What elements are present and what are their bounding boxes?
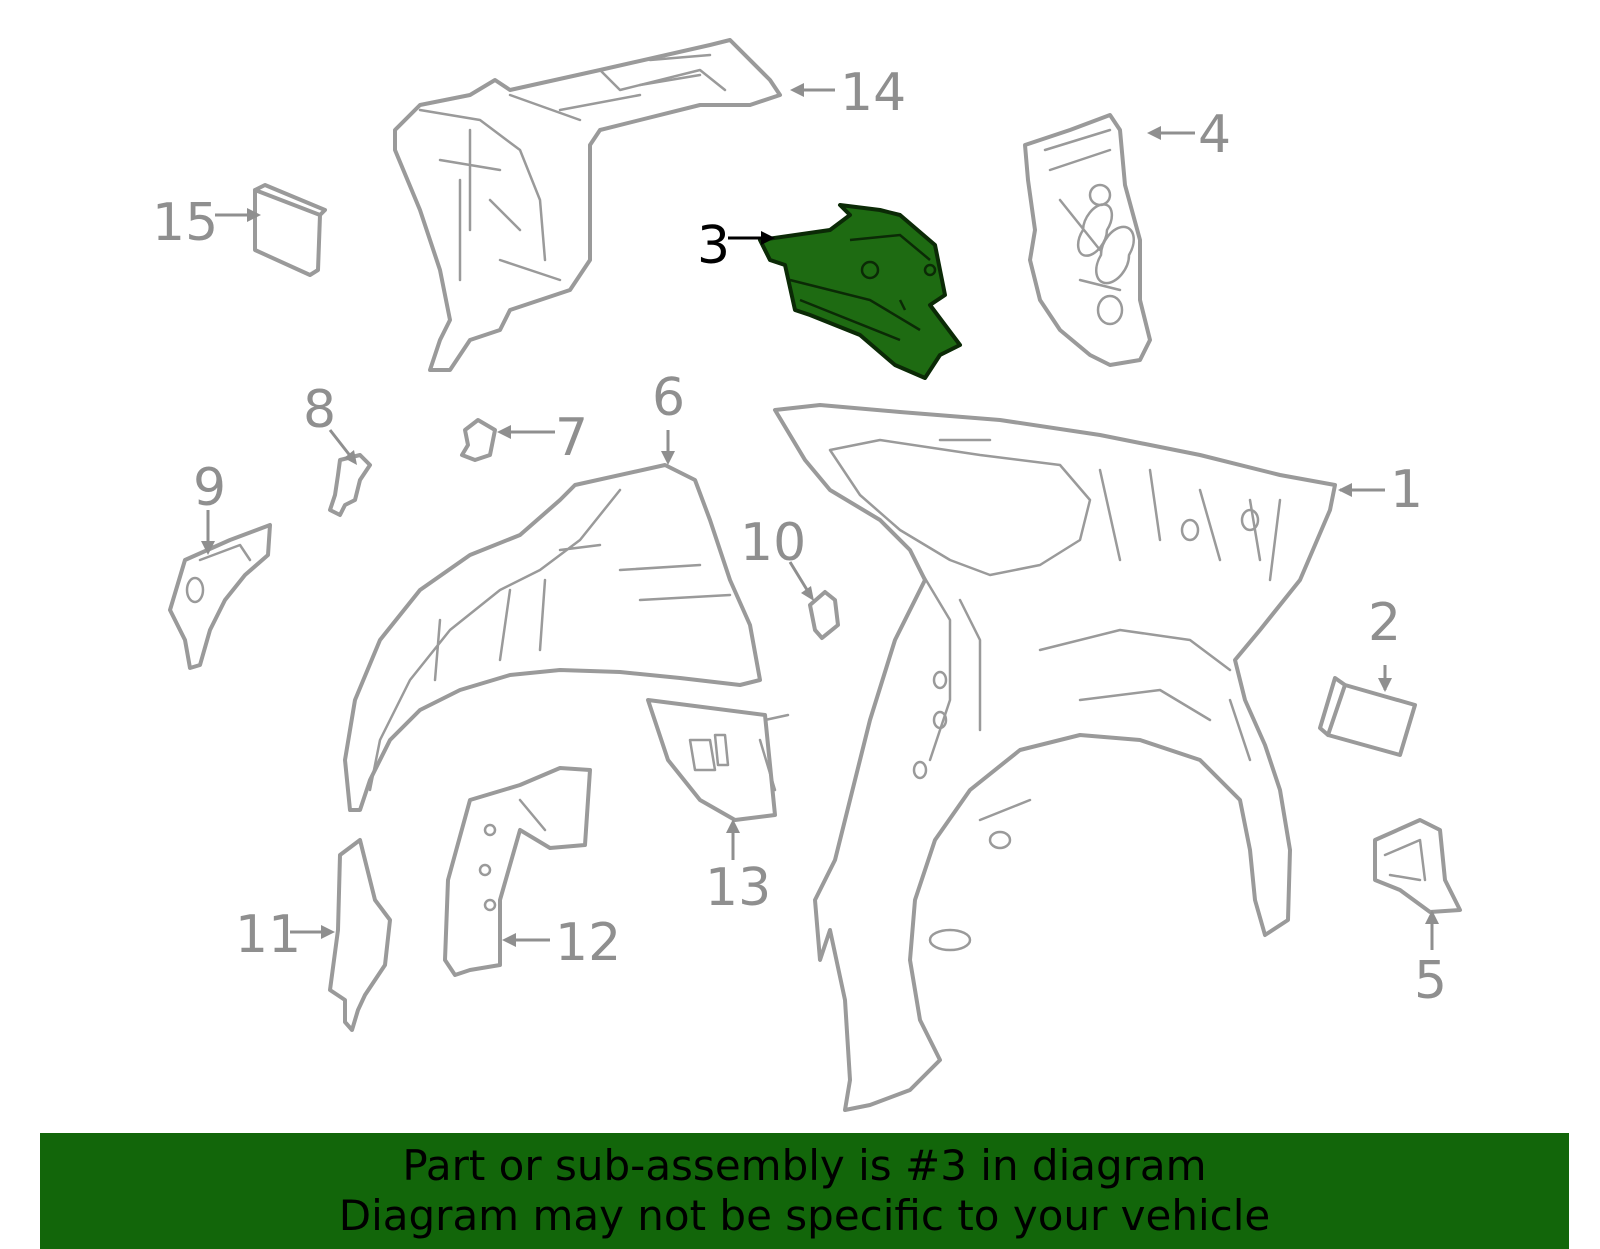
part-3-highlighted-panel xyxy=(758,203,962,380)
callout-4: 4 xyxy=(1198,105,1231,165)
callout-1: 1 xyxy=(1390,460,1423,520)
part-12-panel xyxy=(443,766,592,977)
callout-13: 13 xyxy=(705,858,771,918)
callout-7: 7 xyxy=(555,408,588,468)
callout-12: 12 xyxy=(555,913,621,973)
part-2-block xyxy=(1318,676,1417,757)
part-9-bracket xyxy=(168,523,272,670)
part-1-quarter-panel xyxy=(773,403,1337,1112)
callout-6: 6 xyxy=(652,368,685,428)
callout-9: 9 xyxy=(193,458,226,518)
callout-10: 10 xyxy=(740,513,806,573)
part-13-panel xyxy=(646,698,790,822)
callout-8: 8 xyxy=(303,380,336,440)
leader-arrows xyxy=(201,83,1439,950)
callout-11: 11 xyxy=(235,905,301,965)
part-6-wheelhouse xyxy=(343,463,762,812)
callout-14: 14 xyxy=(840,63,906,123)
info-banner: Part or sub-assembly is #3 in diagram Di… xyxy=(40,1133,1569,1249)
callout-3: 3 xyxy=(697,216,730,276)
banner-line-2: Diagram may not be specific to your vehi… xyxy=(338,1191,1271,1240)
part-4-pillar-panel xyxy=(1023,113,1152,367)
callout-15: 15 xyxy=(152,193,218,253)
part-5-bracket xyxy=(1373,818,1462,914)
part-11-panel xyxy=(328,838,392,1032)
callout-2: 2 xyxy=(1368,593,1401,653)
part-14-upper-frame xyxy=(393,38,782,372)
part-15-block xyxy=(253,183,327,277)
part-7-clip xyxy=(460,418,497,462)
part-10-clip xyxy=(808,590,840,640)
callout-labels: 1 2 3 4 5 6 7 8 9 10 11 12 13 14 15 xyxy=(152,63,1447,1011)
callout-5: 5 xyxy=(1414,951,1447,1011)
banner-line-1: Part or sub-assembly is #3 in diagram xyxy=(402,1141,1207,1190)
part-8-bracket xyxy=(328,453,372,517)
